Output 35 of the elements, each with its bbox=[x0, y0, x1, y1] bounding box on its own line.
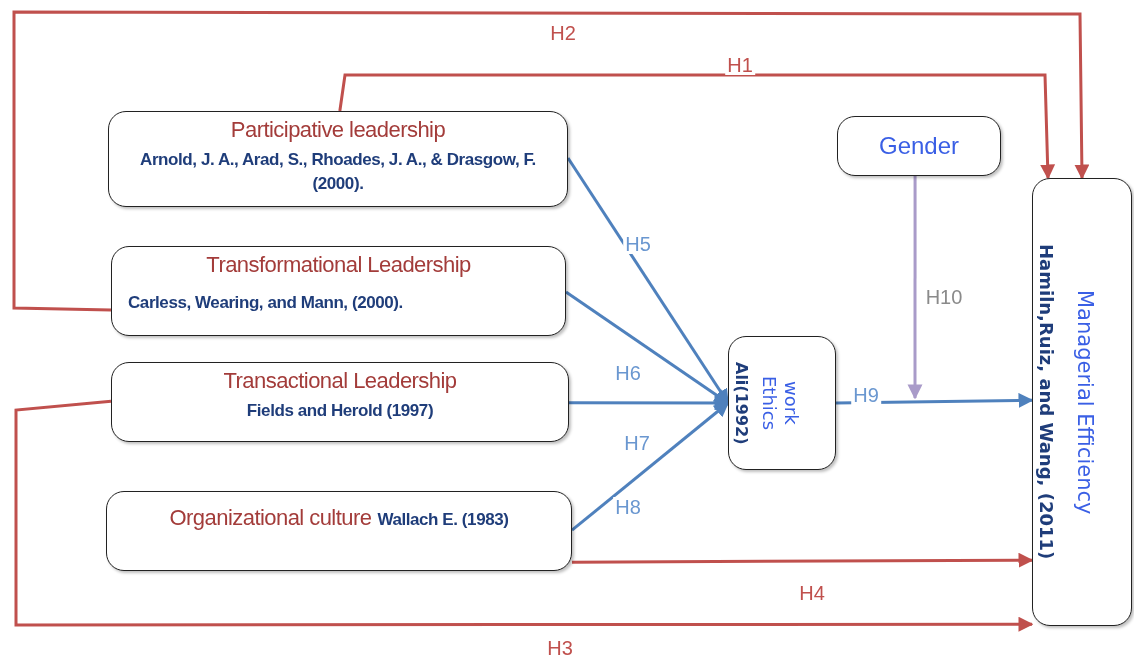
edge-label: H6 bbox=[613, 363, 643, 383]
node-title: Participative leadership bbox=[230, 116, 446, 144]
node-title: work Ethics bbox=[757, 374, 802, 433]
edge-label: H3 bbox=[545, 638, 575, 658]
edge-label: H1 bbox=[725, 55, 755, 75]
rounded-box bbox=[111, 246, 566, 336]
rounded-box bbox=[111, 362, 569, 442]
edge-label: H8 bbox=[613, 497, 643, 517]
rounded-box bbox=[728, 336, 836, 470]
citation: Ali(1992) bbox=[731, 361, 752, 445]
node-title: Managerial Efficiency bbox=[1071, 289, 1098, 515]
arrow bbox=[907, 176, 923, 400]
citation: Fields and Herold (1997) bbox=[246, 400, 434, 420]
edge-label: H4 bbox=[797, 583, 827, 603]
arrow bbox=[14, 399, 1034, 632]
edge-label: H2 bbox=[548, 23, 578, 43]
node-title: Transformational Leadership bbox=[206, 251, 471, 279]
rounded-box bbox=[108, 111, 568, 207]
arrow bbox=[572, 552, 1034, 568]
edge-label: H9 bbox=[851, 385, 881, 405]
arrow bbox=[12, 10, 1090, 312]
citation: Wallach E. (1983) bbox=[377, 509, 509, 531]
edge-label: H5 bbox=[623, 234, 653, 254]
rounded-box bbox=[837, 116, 1001, 176]
arrow bbox=[571, 401, 730, 532]
rounded-box bbox=[106, 491, 572, 571]
node-title: Transactional Leadership bbox=[223, 367, 457, 395]
arrow bbox=[338, 73, 1056, 180]
edge-label: H7 bbox=[622, 433, 652, 453]
citation: Carless, Wearing, and Mann, (2000). bbox=[128, 292, 403, 312]
node-title: Gender bbox=[878, 131, 960, 161]
citation: Hamiln,Ruiz, and Wang, (2011) bbox=[1035, 244, 1058, 560]
rounded-box bbox=[1032, 178, 1132, 626]
citation: Arnold, J. A., Arad, S., Rhoades, J. A., & Drasgow, F. (2000). bbox=[140, 149, 536, 193]
node-title: Organizational culture bbox=[169, 504, 372, 532]
